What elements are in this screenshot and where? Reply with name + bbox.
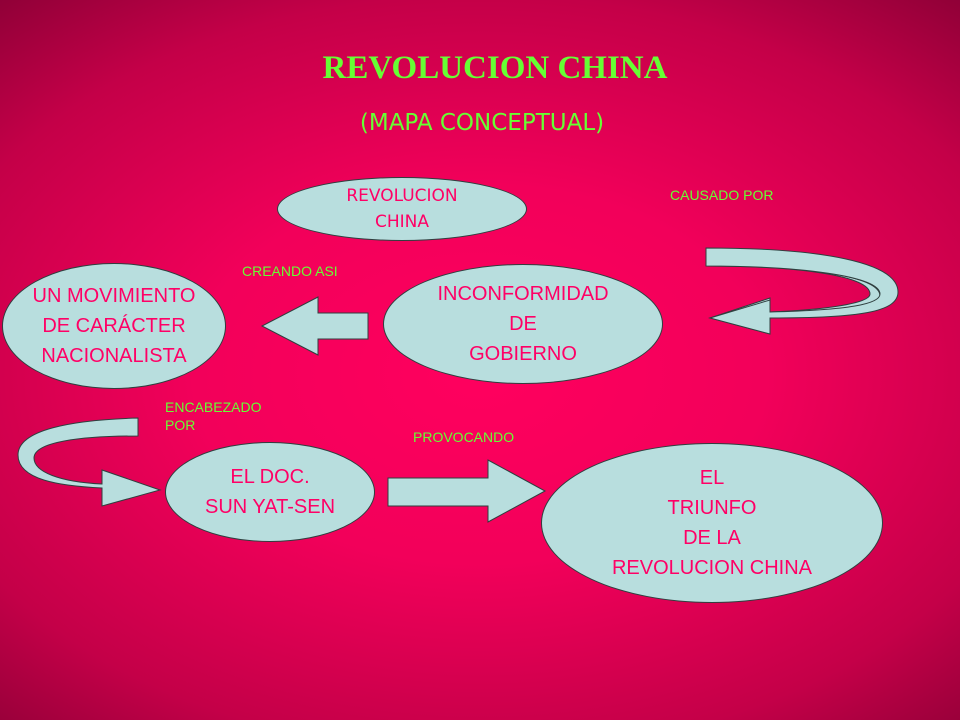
diagram-title: REVOLUCION CHINA <box>322 50 668 86</box>
label-provocando: PROVOCANDO <box>413 429 515 445</box>
node-movimiento-text: UN MOVIMIENTO DE CARÁCTER NACIONALISTA <box>32 285 196 367</box>
arrow-creando <box>260 296 369 356</box>
curved-arrow-encabezado <box>17 417 162 507</box>
arrow-provocando <box>387 459 547 523</box>
node-revolucion-text: REVOLUCION CHINA <box>346 186 458 232</box>
label-creando-asi: CREANDO ASI <box>242 263 338 279</box>
node-movimiento-nacionalista: UN MOVIMIENTO DE CARÁCTER NACIONALISTA <box>2 263 226 389</box>
node-inconformidad-text: INCONFORMIDAD DE GOBIERNO <box>437 283 609 365</box>
label-encabezado-por: ENCABEZADO POR <box>165 399 262 433</box>
node-revolucion-china: REVOLUCION CHINA <box>277 177 527 241</box>
node-sun-text: EL DOC. SUN YAT-SEN <box>204 466 336 518</box>
diagram-subtitle: (MAPA CONCEPTUAL) <box>359 110 605 136</box>
node-triunfo: EL TRIUNFO DE LA REVOLUCION CHINA <box>541 443 883 603</box>
curved-arrow-causado <box>705 247 899 335</box>
node-sun-yat-sen: EL DOC. SUN YAT-SEN <box>165 442 375 542</box>
node-triunfo-text: EL TRIUNFO DE LA REVOLUCION CHINA <box>611 467 813 579</box>
node-inconformidad: INCONFORMIDAD DE GOBIERNO <box>383 264 663 384</box>
label-causado-por: CAUSADO POR <box>670 187 774 203</box>
